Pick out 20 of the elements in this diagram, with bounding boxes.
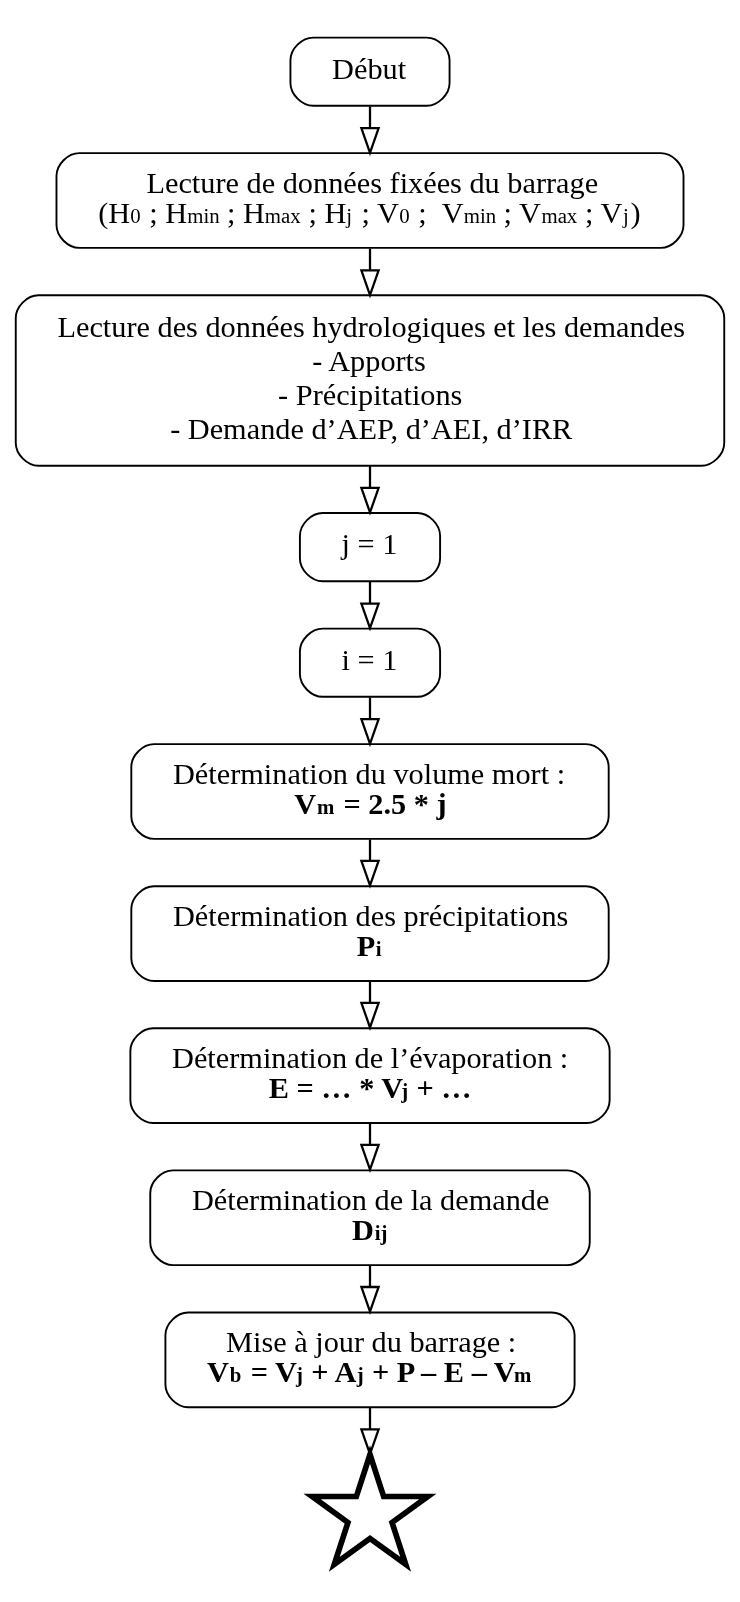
node-box: Début (289, 36, 451, 107)
node-box: j = 1 (298, 512, 442, 583)
arrow (359, 465, 381, 516)
node-box: i = 1 (298, 627, 442, 698)
arrow (359, 248, 381, 299)
node-box: Détermination des précipitations Pi (130, 885, 610, 982)
node-box: Lecture de données fixées du barrage (H0 ; Hmin ; Hmax ; Hj ; V0 ; Vmin ; Vmax ; Vj) (55, 152, 685, 249)
arrow (359, 697, 381, 748)
node-box: Détermination du volume mort : Vm = 2.5 * j (130, 743, 610, 840)
arrow (359, 106, 381, 157)
node-box: Détermination de l’évaporation : E = … * Vj + … (129, 1027, 611, 1124)
arrow (359, 581, 381, 632)
arrow (359, 839, 381, 889)
arrow (359, 1123, 381, 1173)
node-box: Lecture des données hydrologiques et les demandes - Apports - Précipitations - Demande d’AEP, d’AEI, d’IRR (14, 294, 726, 467)
node-star (303, 1445, 437, 1572)
node-box: Mise à jour du barrage : Vb = Vj + Aj + P – E – Vm (164, 1311, 576, 1409)
node-box: Détermination de la demande Dij (149, 1169, 591, 1267)
arrow (359, 981, 381, 1031)
arrow (359, 1265, 381, 1316)
